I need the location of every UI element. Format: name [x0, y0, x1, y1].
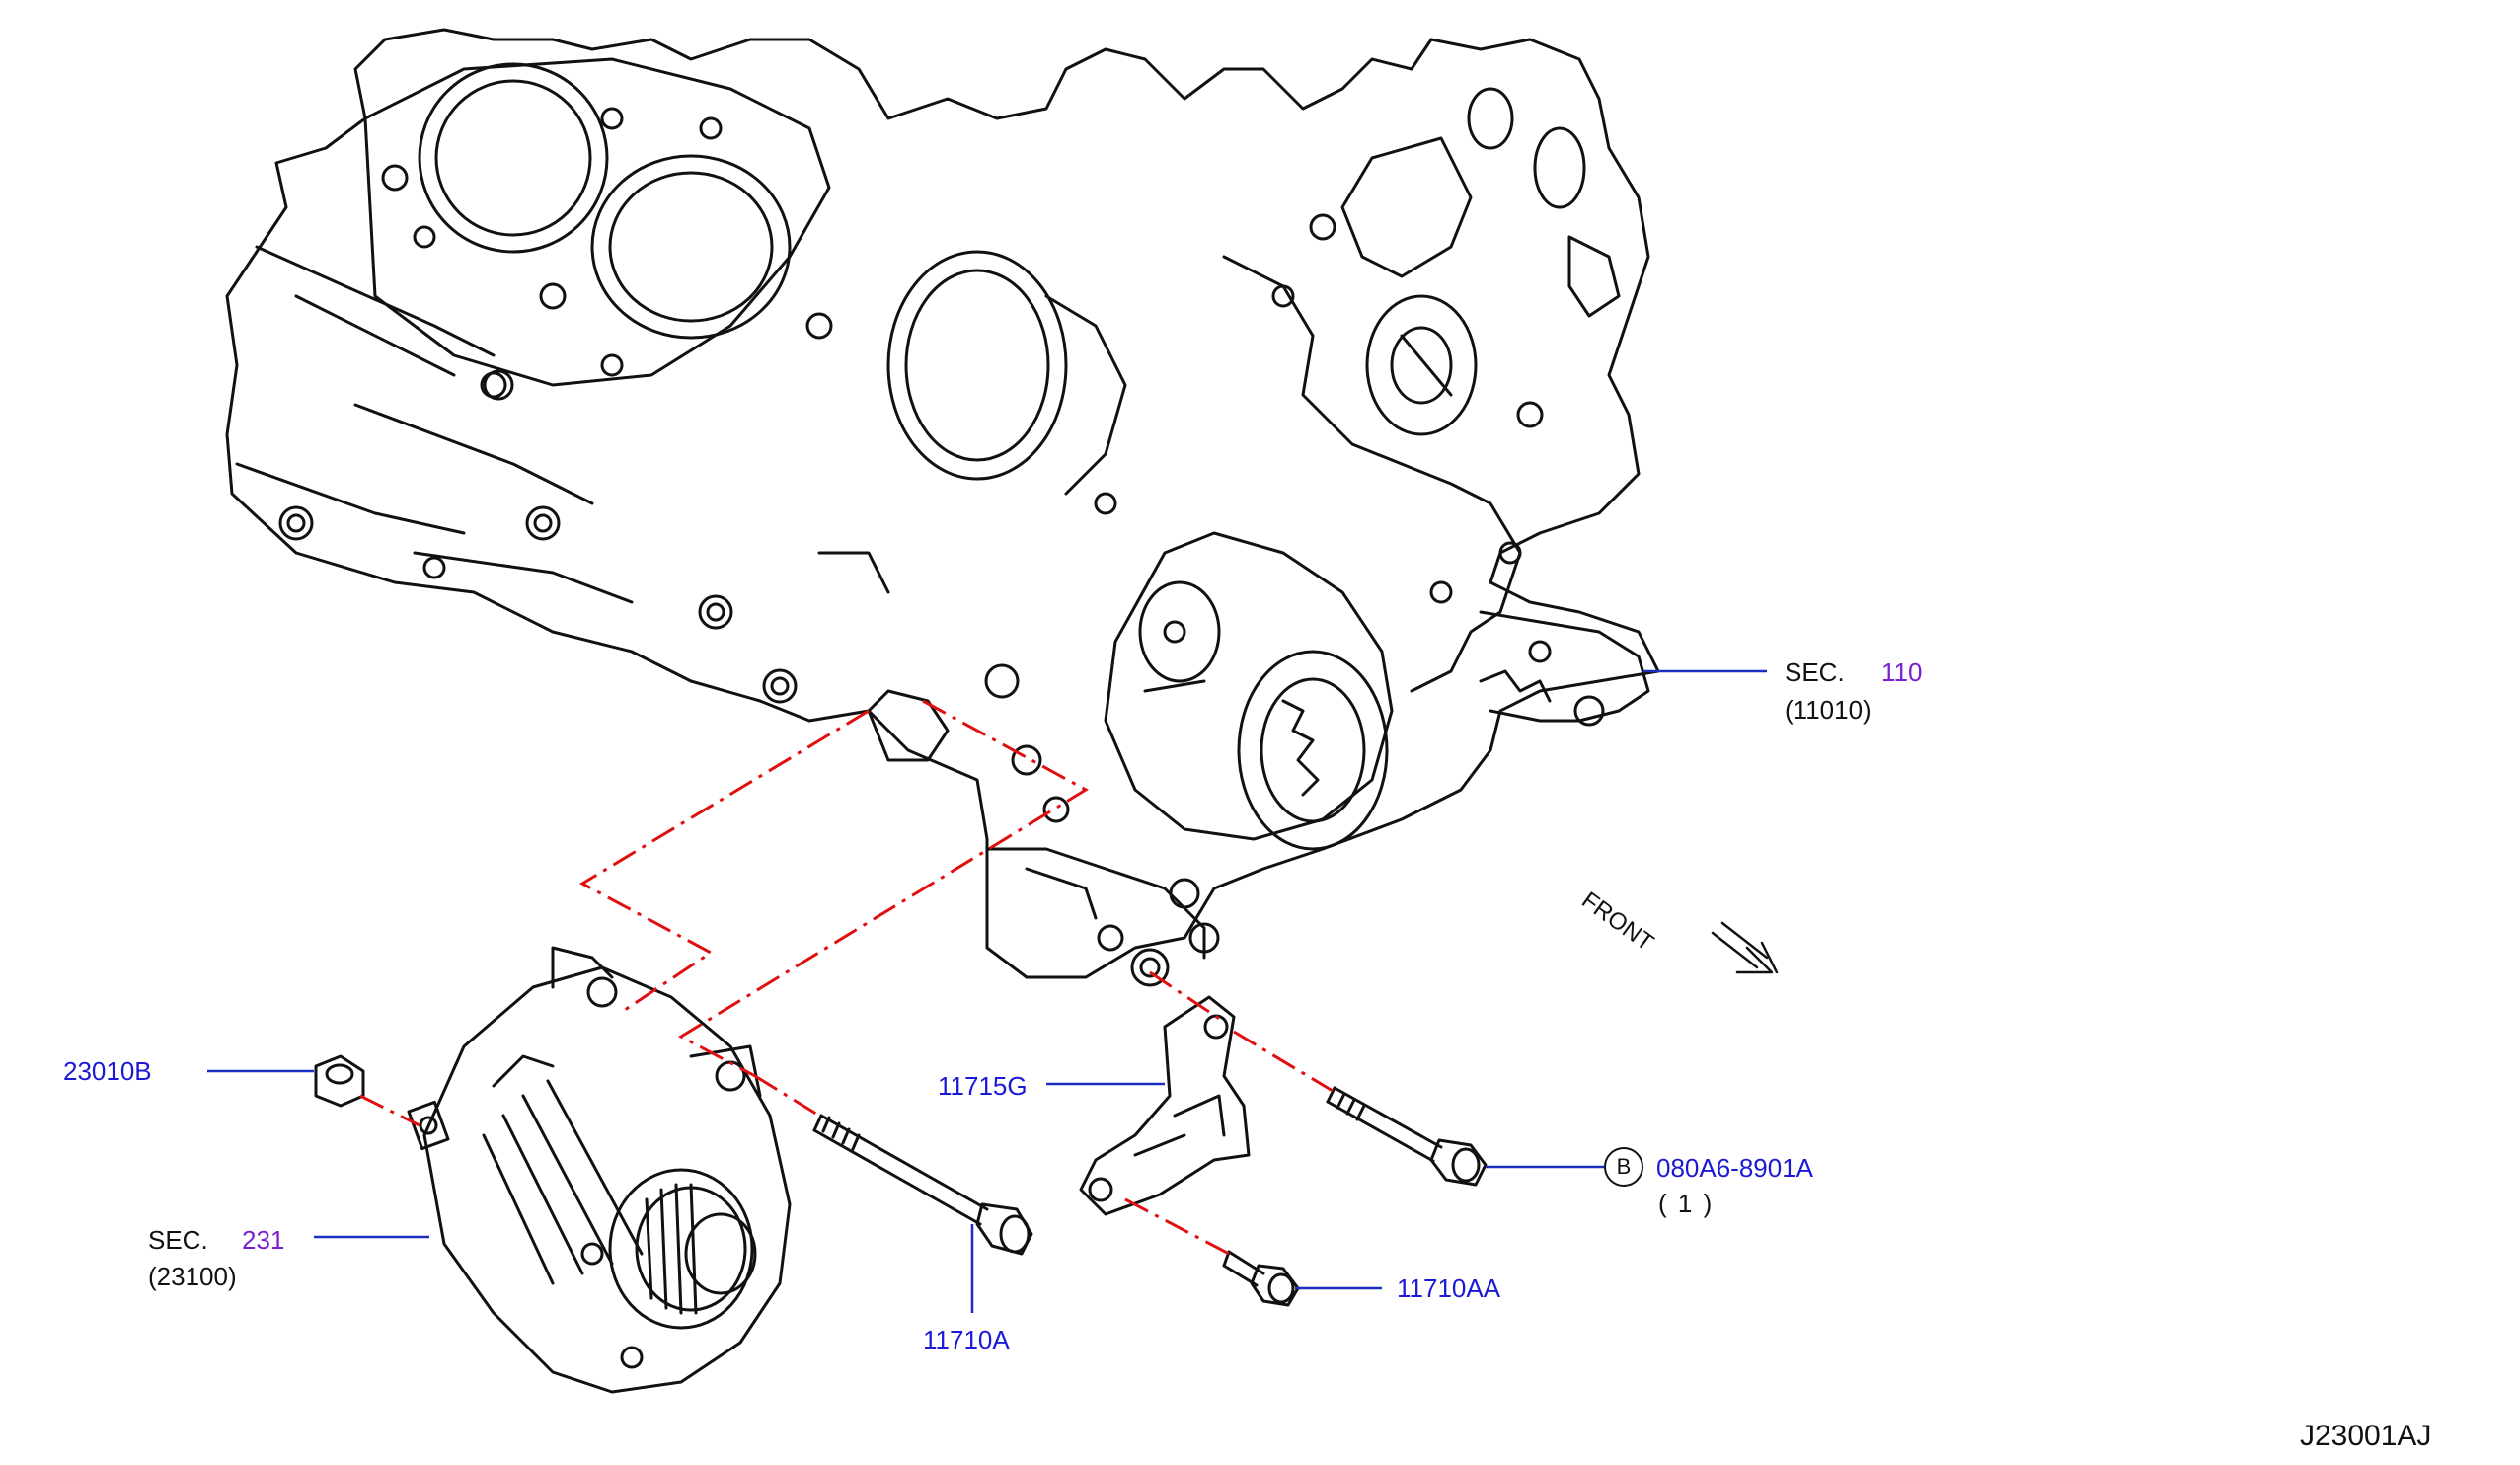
front-direction-arrow	[1711, 921, 1779, 974]
leader-lines	[207, 669, 1767, 1313]
engine-block	[225, 28, 1660, 987]
reference-circle-b: B	[1604, 1147, 1643, 1187]
bolt-080A6-8901A	[1326, 1086, 1488, 1187]
sec110-prefix: SEC.	[1785, 657, 1845, 687]
alternator-mount-boss	[1130, 948, 1170, 987]
cylinder-bore-3	[886, 250, 1068, 481]
part-qty-080A6-8901A: ( 1 )	[1658, 1189, 1715, 1218]
bolt-11710A	[812, 1114, 1033, 1256]
diagram-code: J23001AJ	[2300, 1420, 2432, 1452]
bolt-11710AA	[1222, 1250, 1300, 1307]
sec110-sub: (11010)	[1785, 695, 1871, 725]
sec231-prefix: SEC.	[148, 1225, 208, 1255]
assembly-center-lines	[359, 699, 1334, 1256]
nut-23010B	[314, 1054, 365, 1108]
alternator-pulley	[608, 1168, 754, 1330]
alternator-upper-ear	[715, 1060, 746, 1092]
sec231-number[interactable]: 231	[242, 1225, 285, 1255]
part-label-23010B[interactable]: 23010B	[63, 1056, 152, 1086]
part-label-11715G[interactable]: 11715G	[938, 1071, 1028, 1101]
alternator-b-terminal	[407, 1100, 450, 1151]
part-label-11710AA[interactable]: 11710AA	[1397, 1273, 1501, 1303]
part-label-11710A[interactable]: 11710A	[923, 1325, 1010, 1354]
sec231-sub: (23100)	[148, 1262, 237, 1291]
alternator	[407, 946, 792, 1394]
sec110-number[interactable]: 110	[1881, 657, 1923, 687]
cylinder-bore-1	[418, 62, 609, 254]
crankshaft-seal	[1237, 650, 1389, 851]
bracket-11715G	[1079, 995, 1251, 1216]
part-label-080A6-8901A[interactable]: 080A6-8901A	[1656, 1153, 1814, 1183]
cylinder-bore-2	[590, 154, 792, 340]
